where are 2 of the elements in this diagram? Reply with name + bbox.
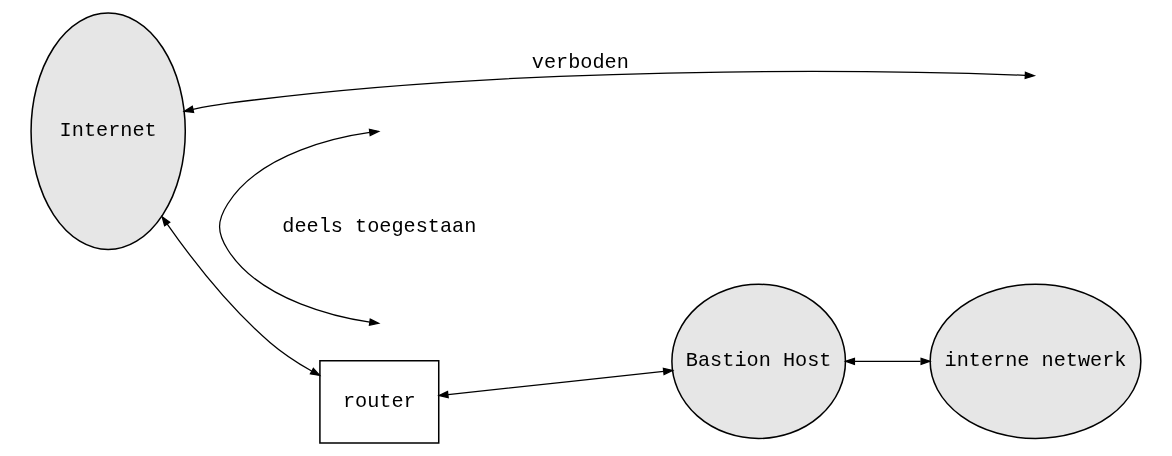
edge-label: verboden [531,50,629,74]
label: deels toegestaan [282,215,477,239]
